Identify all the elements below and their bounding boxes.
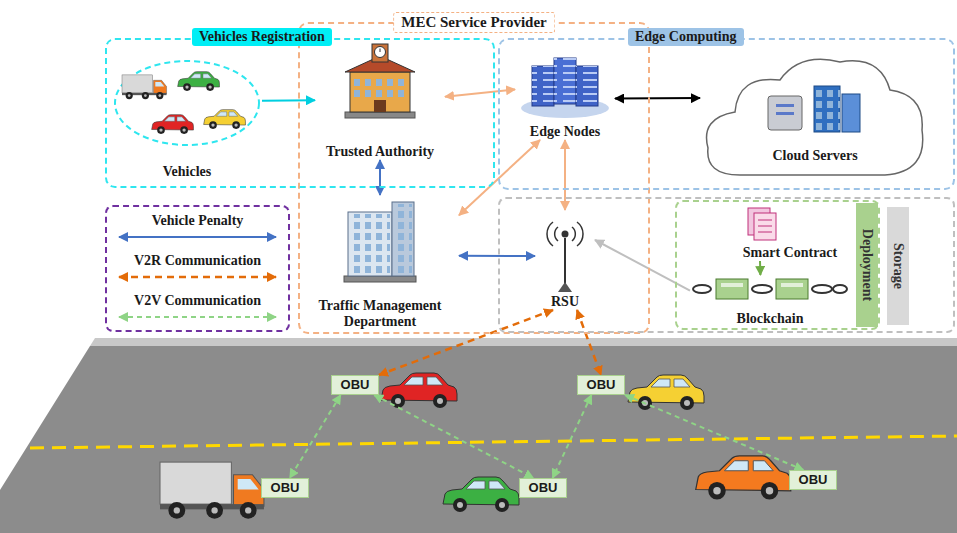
node-label: Vehicles (163, 164, 211, 180)
registration-region: Vehicles RegistrationVehiclesTrusted Aut… (105, 38, 495, 188)
node-label: Edge Nodes (530, 124, 600, 140)
edge-servers (521, 58, 609, 118)
node-label: RSU (551, 294, 579, 310)
rsu-antenna (547, 222, 583, 292)
connector (459, 255, 535, 257)
legend-item: Vehicle Penalty (107, 213, 288, 244)
connector (374, 395, 533, 478)
unit-label: OBU (262, 479, 308, 497)
traffic-building (344, 202, 416, 282)
legend-item: V2V Communication (107, 293, 288, 324)
connector (379, 160, 381, 195)
region-heading: Deployment (859, 229, 875, 301)
region-heading: Vehicles Registration (192, 28, 332, 46)
storage-region: StorageRSU Deployment Smart ContractBlockc… (498, 197, 955, 333)
region-heading: Storage (890, 243, 906, 289)
legend-line-sample (115, 270, 280, 284)
connector (553, 395, 592, 478)
connector (615, 97, 700, 100)
connector (290, 395, 341, 478)
connector (564, 140, 566, 210)
legend-text: Vehicle Penalty (107, 213, 288, 229)
unit-label: OBU (790, 471, 836, 489)
connector (577, 310, 601, 375)
connector (759, 261, 761, 275)
authority-building (345, 44, 415, 118)
cloud (707, 59, 923, 175)
vehicle-group (115, 61, 259, 145)
node-label: Cloud Servers (772, 148, 857, 164)
contract-documents (748, 208, 776, 240)
connector (445, 89, 515, 96)
provider-region: MEC Service ProviderTraffic Management D… (298, 22, 650, 334)
legend-item: V2R Communication (107, 253, 288, 284)
legend-text: V2R Communication (107, 253, 288, 269)
node-label: Smart Contract (743, 245, 837, 261)
legend-line-sample (115, 230, 280, 244)
obu-label: OBU (577, 375, 625, 395)
authority-box: Trusted Authority (315, 45, 445, 160)
contract-box: Smart Contract (715, 205, 865, 261)
obu-label: OBU (331, 375, 379, 395)
vehicle-group-box: Vehicles (112, 58, 262, 180)
road-vehicles (160, 373, 791, 519)
region-heading: Edge Computing (628, 28, 744, 46)
obu-label: OBU (519, 478, 567, 498)
node-label: Traffic Management Department (305, 298, 455, 330)
edge-region: Edge ComputingEdge NodesCloud Servers (498, 38, 955, 190)
connector (262, 99, 315, 102)
node-label: Trusted Authority (326, 144, 434, 160)
node-label: Blockchain (737, 311, 804, 327)
traffic-dept-box: Traffic Management Department (301, 195, 459, 330)
edge-node-box: Edge Nodes (515, 48, 615, 140)
legend-line-sample (115, 310, 280, 324)
obu-label: OBU (261, 478, 309, 498)
region-heading: MEC Service Provider (393, 12, 555, 33)
connector (625, 395, 803, 470)
blockchain-chain (693, 279, 847, 299)
unit-label: OBU (520, 479, 566, 497)
road (0, 338, 957, 533)
obu-label: OBU (789, 470, 837, 490)
blockchain-box: Blockchain (690, 275, 850, 327)
deployment-region: Deployment Smart ContractBlockchain (675, 200, 880, 330)
cloud-box: Cloud Servers (700, 52, 930, 180)
legend-text: V2V Communication (107, 293, 288, 309)
rsu-box: RSU (535, 210, 595, 310)
legend-box: Vehicle PenaltyV2R CommunicationV2V Comm… (105, 205, 290, 332)
unit-label: OBU (332, 376, 378, 394)
unit-label: OBU (578, 376, 624, 394)
